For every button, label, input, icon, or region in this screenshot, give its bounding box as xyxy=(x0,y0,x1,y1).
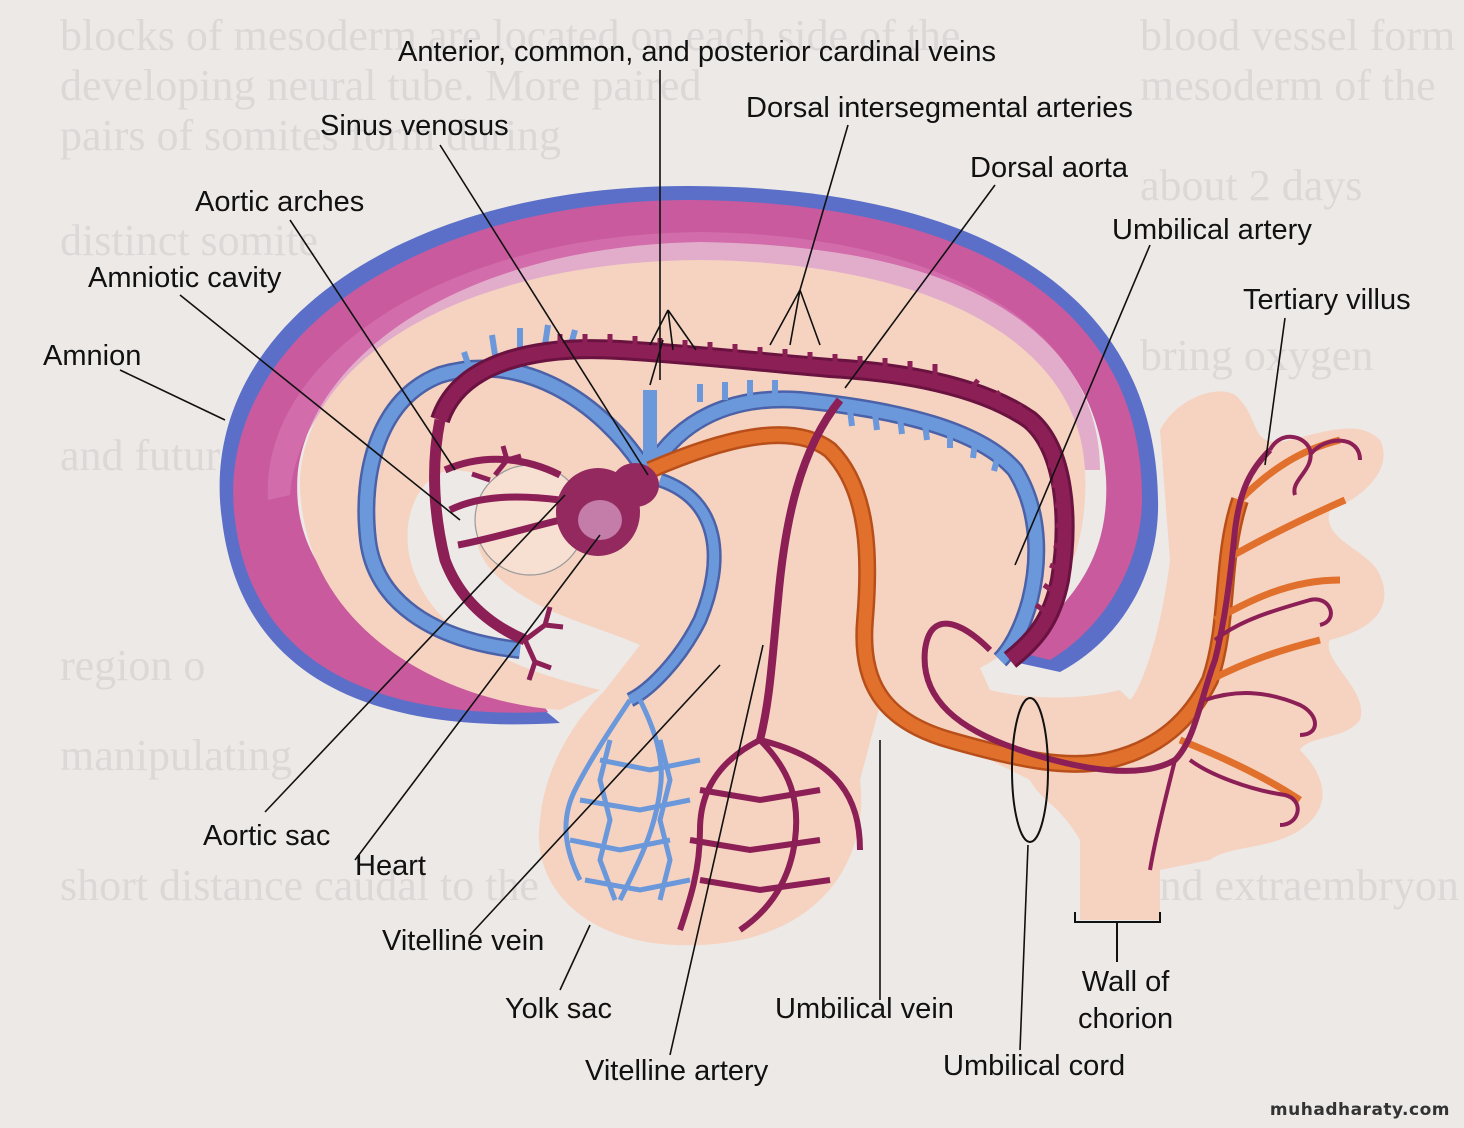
yolk-sac-artery-network xyxy=(677,737,863,933)
label-yolk-sac: Yolk sac xyxy=(505,993,612,1025)
vitelline-vein-fill xyxy=(627,475,720,705)
embryo-tissue xyxy=(300,260,1385,946)
aortic-arch-2 xyxy=(448,493,561,514)
label-heart: Heart xyxy=(355,850,426,882)
dorsal-aorta-fill xyxy=(433,342,1072,666)
label-umbilical-artery: Umbilical artery xyxy=(1112,214,1312,246)
label-umbilical-cord: Umbilical cord xyxy=(943,1050,1126,1082)
label-cardinal-veins: Anterior, common, and posterior cardinal… xyxy=(398,36,997,68)
amnion-membrane xyxy=(219,185,1159,725)
label-dorsal-aorta: Dorsal aorta xyxy=(970,152,1128,184)
villus-arteries xyxy=(1148,434,1362,871)
aortic-branches xyxy=(471,445,564,681)
label-vitelline-artery: Vitelline artery xyxy=(585,1055,769,1087)
label-wall-of-chorion-line1: Wall of xyxy=(1081,966,1170,998)
watermark: muhadharaty.com xyxy=(1269,1100,1450,1120)
villus-veins xyxy=(1178,436,1347,803)
heart-highlight xyxy=(578,500,622,540)
posterior-cardinal-vein-fill xyxy=(644,392,1043,665)
label-amniotic-cavity: Amniotic cavity xyxy=(88,262,282,294)
label-amnion: Amnion xyxy=(43,340,142,372)
aortic-arch-1 xyxy=(443,455,562,479)
label-aortic-arches: Aortic arches xyxy=(195,186,365,218)
aortic-arch-loop xyxy=(429,418,528,646)
anterior-cardinal-vein-fill xyxy=(359,361,651,657)
wall-of-chorion-bracket xyxy=(1074,912,1161,962)
vitelline-artery xyxy=(756,397,844,741)
umbilical-cord-ring xyxy=(1011,697,1049,843)
aortic-arch-3 xyxy=(457,516,561,549)
label-wall-of-chorion-line2: chorion xyxy=(1078,1003,1174,1036)
leader-lines xyxy=(119,70,1286,1056)
label-vitelline-vein: Vitelline vein xyxy=(382,925,545,957)
label-umbilical-vein: Umbilical vein xyxy=(775,993,954,1025)
intersegmental-veins xyxy=(461,324,1001,472)
umbilical-artery xyxy=(921,447,1273,774)
yolk-sac-vein-network xyxy=(563,698,701,902)
dorsal-intersegmental-arteries xyxy=(557,334,1071,616)
label-sinus-venosus: Sinus venosus xyxy=(320,110,509,142)
amniotic-cavity-region xyxy=(233,200,1143,713)
sinus-venosus-shape xyxy=(611,463,659,507)
label-aortic-sac: Aortic sac xyxy=(203,820,331,852)
label-wall-of-chorion: Wall of chorion xyxy=(1078,966,1173,1037)
label-tertiary-villus: Tertiary villus xyxy=(1243,284,1411,316)
label-dorsal-intersegmental-arteries: Dorsal intersegmental arteries xyxy=(746,92,1133,124)
